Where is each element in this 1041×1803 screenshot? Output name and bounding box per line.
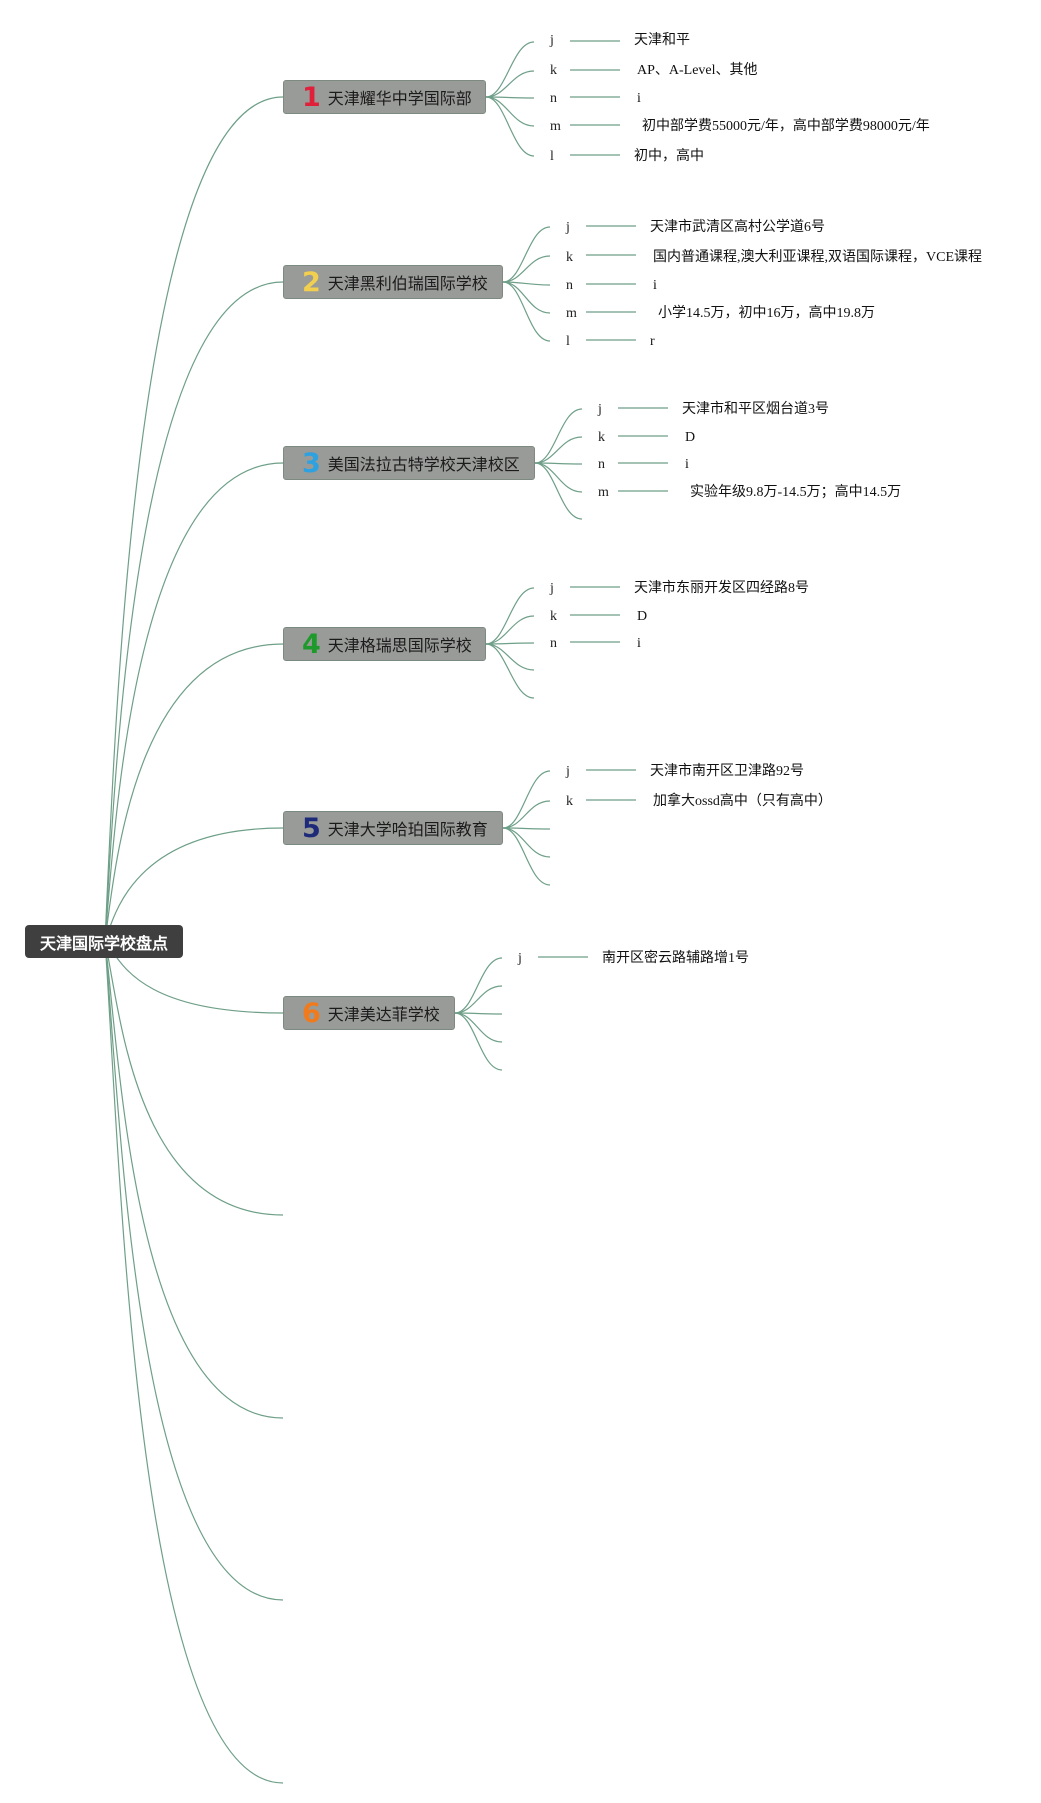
item-key: j [566,764,570,779]
item-value: 小学14.5万，初中16万，高中19.8万 [658,306,875,321]
item-key: k [566,794,573,809]
item-connector [485,70,535,98]
branch-number-2: 2 [302,266,321,298]
item-connector [454,1012,503,1043]
branch-label-1: 天津耀华中学国际部 [327,89,472,108]
item-value: r [650,334,655,349]
item-connector [502,827,551,858]
item-connector [485,96,535,127]
item-connector [502,281,551,314]
root-connector [104,940,284,1601]
item-key: m [550,119,561,134]
branch-number-5: 5 [302,812,321,844]
item-key: j [566,220,570,235]
item-value: D [685,430,696,445]
branch-label-6: 天津美达菲学校 [327,1005,440,1024]
item-connector [502,827,551,886]
branch-label-3: 美国法拉古特学校天津校区 [327,455,520,474]
branch-node-2[interactable]: 2 天津黑利伯瑞国际学校 [283,265,503,299]
item-value: 加拿大ossd高中（只有高中） [653,794,832,809]
item-key: l [566,334,570,349]
item-value: AP、A-Level、其他 [637,63,758,78]
item-connector [454,957,503,1014]
root-connector [104,96,284,942]
item-value: i [637,91,641,106]
item-value: i [685,457,689,472]
item-key: m [598,485,609,500]
root-connector [104,940,284,1216]
root-connector [104,940,284,1784]
branch-number-6: 6 [302,997,321,1029]
item-key: j [550,581,554,596]
branch-node-4[interactable]: 4 天津格瑞思国际学校 [283,627,486,661]
item-connector [534,462,583,493]
item-value: 天津市和平区烟台道3号 [682,402,829,417]
item-connector [534,408,583,464]
item-key: k [550,63,557,78]
item-connector [485,643,535,699]
branch-number-4: 4 [302,628,321,660]
item-connector [534,462,583,520]
root-node[interactable]: 天津国际学校盘点 [25,925,183,958]
item-value: 天津市武清区高村公学道6号 [650,220,825,235]
item-connector [534,436,583,464]
branch-number-3: 3 [302,447,321,479]
item-key: k [598,430,605,445]
branch-node-6[interactable]: 6 天津美达菲学校 [283,996,455,1030]
item-connector [502,281,551,342]
item-value: 国内普通课程,澳大利亚课程,双语国际课程，VCE课程 [653,250,982,265]
item-connector [485,587,535,645]
item-connector [502,800,551,829]
item-connector [485,96,535,157]
item-connector [454,1012,503,1071]
root-connector [104,281,284,942]
item-key: k [550,609,557,624]
item-key: n [598,457,605,472]
root-connector [104,940,284,1419]
item-key: k [566,250,573,265]
item-key: n [550,91,557,106]
item-value: 初中部学费55000元/年，高中部学费98000元/年 [642,119,930,134]
item-value: 天津市东丽开发区四经路8号 [634,581,809,596]
item-key: m [566,306,577,321]
item-connector [502,770,551,829]
branch-node-3[interactable]: 3 美国法拉古特学校天津校区 [283,446,535,480]
item-connector [485,643,535,671]
branch-node-5[interactable]: 5 天津大学哈珀国际教育 [283,811,503,845]
item-connector [485,615,535,645]
item-value: 天津市南开区卫津路92号 [650,764,804,779]
item-value: i [637,636,641,651]
item-value: 实验年级9.8万-14.5万；高中14.5万 [690,485,902,500]
item-key: j [550,33,554,48]
branch-number-1: 1 [302,81,321,113]
item-value: 天津和平 [634,33,690,48]
item-key: j [598,402,602,417]
branch-label-5: 天津大学哈珀国际教育 [327,820,488,839]
item-connector [454,985,503,1014]
branch-label-2: 天津黑利伯瑞国际学校 [327,274,488,293]
branch-label-4: 天津格瑞思国际学校 [327,636,472,655]
item-connector [502,255,551,283]
branch-node-1[interactable]: 1 天津耀华中学国际部 [283,80,486,114]
item-value: 南开区密云路辅路增1号 [602,951,749,966]
item-connector [502,226,551,283]
item-connector [485,41,535,98]
item-key: n [550,636,557,651]
root-connector [104,643,284,942]
item-value: D [637,609,648,624]
item-key: j [518,951,522,966]
item-key: l [550,149,554,164]
item-value: 初中，高中 [634,149,704,164]
root-connector [104,462,284,942]
item-value: i [653,278,657,293]
item-key: n [566,278,573,293]
root-node-label: 天津国际学校盘点 [39,933,168,953]
